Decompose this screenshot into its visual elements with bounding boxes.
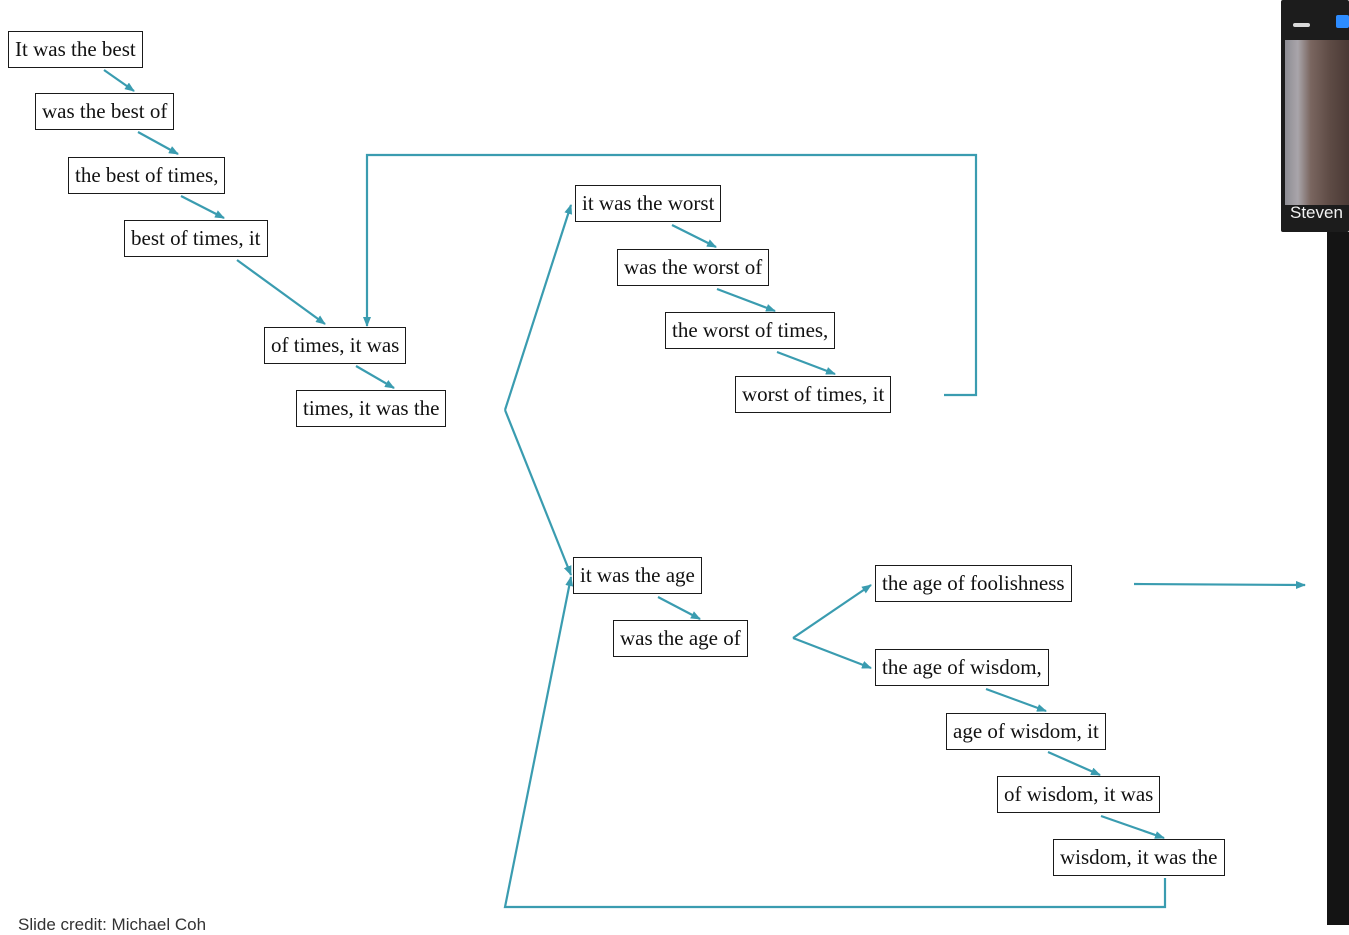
phrase-node: It was the best — [8, 31, 143, 68]
edge-n3-n4 — [180, 195, 225, 219]
edge-n9-n10 — [776, 350, 836, 376]
edge-n12-n13 — [792, 584, 872, 639]
edge-n17-loop-n11 — [503, 576, 1167, 909]
phrase-node: times, it was the — [296, 390, 447, 427]
edge-n1-n2 — [103, 69, 135, 92]
phrase-node: wisdom, it was the — [1053, 839, 1225, 876]
phrase-node: the age of foolishness — [875, 565, 1072, 602]
participant-video-feed — [1285, 40, 1349, 205]
edge-n13-out — [1133, 580, 1306, 589]
phrase-node: the worst of times, — [665, 312, 836, 349]
edge-n11-n12 — [657, 596, 701, 620]
phrase-node: best of times, it — [124, 220, 268, 257]
edge-n15-n16 — [1047, 750, 1101, 777]
participant-video-tile[interactable]: Steven — [1281, 0, 1349, 232]
edge-n6-n7 — [503, 204, 573, 411]
phrase-node: age of wisdom, it — [946, 713, 1106, 750]
phrase-node: was the worst of — [617, 249, 770, 286]
minimize-icon[interactable] — [1293, 23, 1310, 27]
phrase-node: of wisdom, it was — [997, 776, 1161, 813]
phrase-node: it was the worst — [575, 185, 722, 222]
edge-n10-loop-n5 — [363, 153, 978, 397]
edge-n7-n8 — [671, 224, 717, 248]
slide-credit-text: Slide credit: Michael Coh — [18, 915, 207, 934]
sidebar-panel-edge — [1327, 232, 1349, 925]
phrase-node: was the age of — [613, 620, 748, 657]
edge-n14-n15 — [985, 687, 1047, 713]
edge-n6-n11 — [503, 409, 573, 576]
phrase-node: was the best of — [35, 93, 175, 130]
phrase-node: of times, it was — [264, 327, 407, 364]
edge-n8-n9 — [716, 287, 776, 313]
edge-n12-n14 — [792, 636, 872, 670]
edge-n4-n5 — [236, 259, 326, 325]
phrase-node: the age of wisdom, — [875, 649, 1049, 686]
edge-n2-n3 — [137, 131, 179, 155]
phrase-node: it was the age — [573, 557, 702, 594]
layout-icon[interactable] — [1336, 15, 1349, 28]
edge-n16-n17 — [1100, 814, 1165, 840]
edge-n5-n6 — [355, 365, 395, 389]
phrase-node: the best of times, — [68, 157, 226, 194]
participant-name: Steven — [1290, 203, 1343, 222]
phrase-node: worst of times, it — [735, 376, 892, 413]
